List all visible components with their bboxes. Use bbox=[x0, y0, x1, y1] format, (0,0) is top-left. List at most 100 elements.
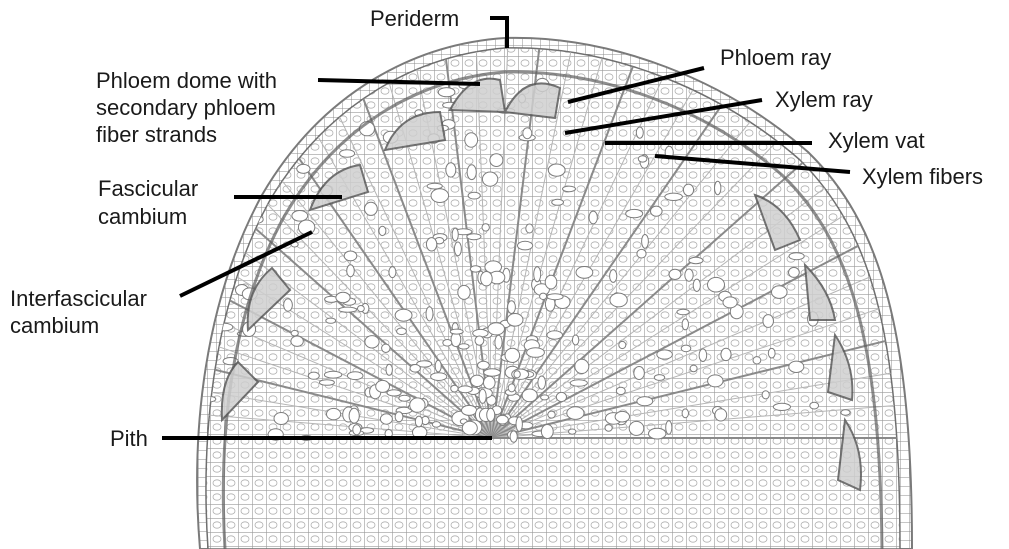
vessel bbox=[386, 364, 392, 375]
vessel bbox=[634, 367, 645, 380]
vessel bbox=[505, 348, 520, 362]
vessel bbox=[379, 226, 386, 235]
label-interfascicular-2: cambium bbox=[10, 313, 99, 338]
vessel bbox=[762, 391, 769, 399]
vessel bbox=[365, 202, 378, 215]
vessel bbox=[626, 209, 643, 217]
vessel bbox=[438, 88, 455, 97]
label-pith: Pith bbox=[110, 426, 148, 451]
vessel bbox=[541, 395, 549, 400]
vessel bbox=[683, 184, 693, 196]
vessel bbox=[291, 336, 303, 346]
vessel bbox=[526, 224, 533, 233]
vessel bbox=[763, 315, 774, 328]
vessel bbox=[484, 376, 496, 389]
vessel bbox=[199, 237, 208, 251]
vessel bbox=[572, 335, 578, 345]
vessel bbox=[258, 177, 264, 186]
vessel bbox=[415, 416, 422, 427]
vessel bbox=[198, 319, 214, 332]
vessel bbox=[292, 211, 308, 222]
vessel bbox=[689, 257, 703, 263]
vessel bbox=[297, 164, 310, 173]
vessel bbox=[327, 408, 341, 419]
vessel bbox=[488, 323, 505, 335]
label-xylem-ray: Xylem ray bbox=[775, 87, 873, 112]
vessel bbox=[395, 309, 412, 321]
vessel bbox=[273, 148, 279, 153]
vessel bbox=[432, 422, 440, 428]
vessel bbox=[462, 405, 477, 415]
label-xylem-vat: Xylem vat bbox=[828, 128, 925, 153]
vessel bbox=[284, 299, 293, 311]
vessel bbox=[699, 349, 707, 362]
vessel bbox=[479, 389, 486, 403]
vessel bbox=[454, 242, 461, 256]
vessel bbox=[229, 210, 239, 219]
vessel bbox=[538, 376, 546, 389]
vessel bbox=[789, 253, 804, 260]
vessel bbox=[629, 421, 644, 435]
vessel bbox=[508, 301, 516, 314]
label-fascicular-1: Fascicular bbox=[98, 176, 198, 201]
vessel bbox=[507, 314, 523, 327]
vessel bbox=[721, 348, 731, 360]
label-phloem-dome-1: Phloem dome with bbox=[96, 68, 277, 93]
vessel bbox=[636, 127, 643, 138]
vessel bbox=[510, 431, 517, 442]
vessel bbox=[541, 425, 553, 439]
vessel bbox=[475, 336, 484, 345]
vessel bbox=[458, 285, 470, 299]
vessel bbox=[274, 413, 288, 425]
vessel bbox=[482, 224, 489, 231]
vessel bbox=[545, 275, 557, 289]
vessel bbox=[523, 128, 532, 139]
vessel bbox=[682, 319, 688, 330]
label-interfascicular-1: Interfascicular bbox=[10, 286, 147, 311]
vessel bbox=[326, 318, 336, 323]
vessel bbox=[427, 183, 442, 189]
vessel bbox=[340, 150, 355, 158]
vessel bbox=[178, 359, 185, 365]
vessel bbox=[638, 156, 647, 162]
vessel bbox=[410, 398, 425, 412]
vessel bbox=[575, 359, 589, 373]
vessel bbox=[347, 265, 355, 277]
vessel bbox=[181, 253, 192, 260]
label-phloem-ray: Phloem ray bbox=[720, 45, 831, 70]
vessel bbox=[681, 345, 691, 352]
vessel bbox=[518, 241, 533, 250]
vessel bbox=[576, 267, 593, 279]
vessel bbox=[616, 387, 625, 394]
vessel bbox=[395, 412, 403, 422]
vessel bbox=[810, 402, 819, 409]
vessel bbox=[431, 373, 447, 381]
vessel bbox=[452, 228, 458, 241]
vessel bbox=[382, 344, 390, 352]
vessel bbox=[690, 365, 697, 372]
vessel bbox=[336, 292, 350, 302]
vessel bbox=[682, 409, 688, 418]
vessel bbox=[471, 375, 484, 386]
vessel bbox=[443, 340, 452, 347]
vessel bbox=[708, 375, 723, 387]
label-xylem-fibers: Xylem fibers bbox=[862, 164, 983, 189]
vessel bbox=[547, 294, 563, 300]
vessel bbox=[654, 375, 664, 381]
vessel bbox=[637, 397, 653, 406]
vessel bbox=[495, 335, 502, 349]
vessel bbox=[514, 371, 520, 378]
vessel bbox=[789, 267, 800, 277]
vessel bbox=[450, 329, 463, 334]
vessel bbox=[715, 409, 727, 421]
vessel bbox=[715, 181, 721, 194]
vessel bbox=[677, 309, 689, 315]
vessel bbox=[610, 270, 617, 283]
vessel bbox=[556, 392, 566, 401]
vessel bbox=[548, 164, 565, 176]
vessel bbox=[481, 272, 493, 286]
vessel bbox=[615, 411, 629, 422]
vessel bbox=[487, 408, 495, 421]
vessel bbox=[467, 165, 476, 180]
vessel bbox=[462, 421, 477, 435]
